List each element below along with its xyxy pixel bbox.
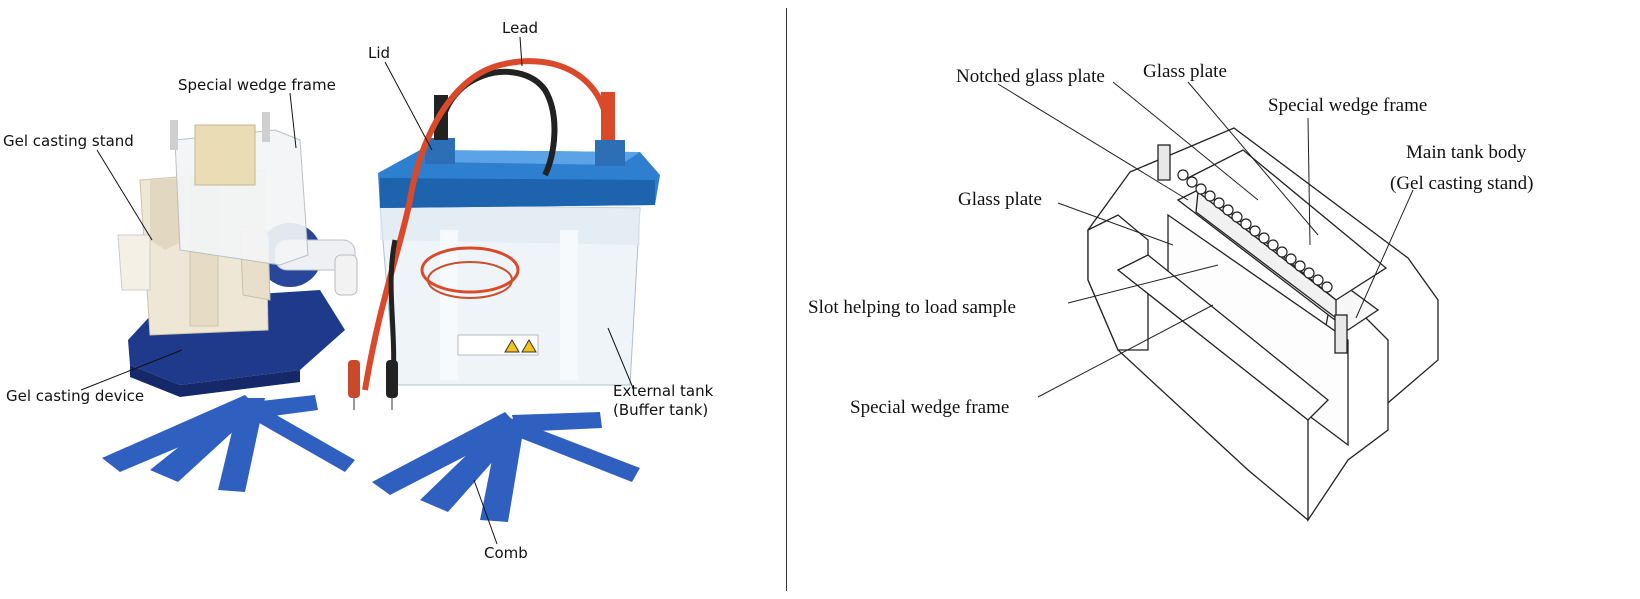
label-slot-load-sample: Slot helping to load sample — [808, 297, 1016, 318]
photo-panel: Lead Lid Special wedge frame Gel casting… — [0, 0, 785, 599]
comb-group-left — [102, 395, 355, 492]
label-special-wedge-frame-top: Special wedge frame — [1268, 95, 1427, 116]
label-lid: Lid — [368, 44, 390, 62]
label-glass-plate-left: Glass plate — [958, 189, 1042, 210]
stand-body-outline — [1087, 127, 1439, 523]
leader-lines-left — [80, 36, 634, 545]
leads — [348, 58, 615, 410]
external-tank — [379, 204, 641, 386]
label-comb: Comb — [484, 544, 528, 562]
label-special-wedge-frame-bottom: Special wedge frame — [850, 397, 1009, 418]
leader-lines-right — [997, 81, 1414, 398]
comb-group-right — [372, 412, 640, 522]
label-main-tank-body: Main tank body — [1406, 142, 1527, 163]
label-lead: Lead — [502, 19, 538, 37]
label-glass-plate-top: Glass plate — [1143, 61, 1227, 82]
label-notched-glass-plate: Notched glass plate — [956, 66, 1105, 87]
line-drawing-panel: Notched glass plate Glass plate Special … — [788, 0, 1640, 599]
gel-stand-line-drawing: Notched glass plate Glass plate Special … — [808, 61, 1534, 523]
label-gel-casting-stand: Gel casting stand — [3, 132, 134, 150]
electrophoresis-apparatus-photo: Lead Lid Special wedge frame Gel casting… — [3, 19, 714, 562]
tank-lid — [378, 138, 660, 208]
label-external-tank: External tank — [613, 382, 714, 400]
label-gel-casting-stand-right: (Gel casting stand) — [1390, 173, 1534, 194]
panel-divider — [786, 8, 787, 591]
label-special-wedge-frame: Special wedge frame — [178, 76, 336, 94]
label-gel-casting-device: Gel casting device — [6, 387, 144, 405]
comb-teeth — [1177, 169, 1333, 293]
label-buffer-tank: (Buffer tank) — [613, 401, 708, 419]
special-wedge-frame — [170, 112, 309, 266]
